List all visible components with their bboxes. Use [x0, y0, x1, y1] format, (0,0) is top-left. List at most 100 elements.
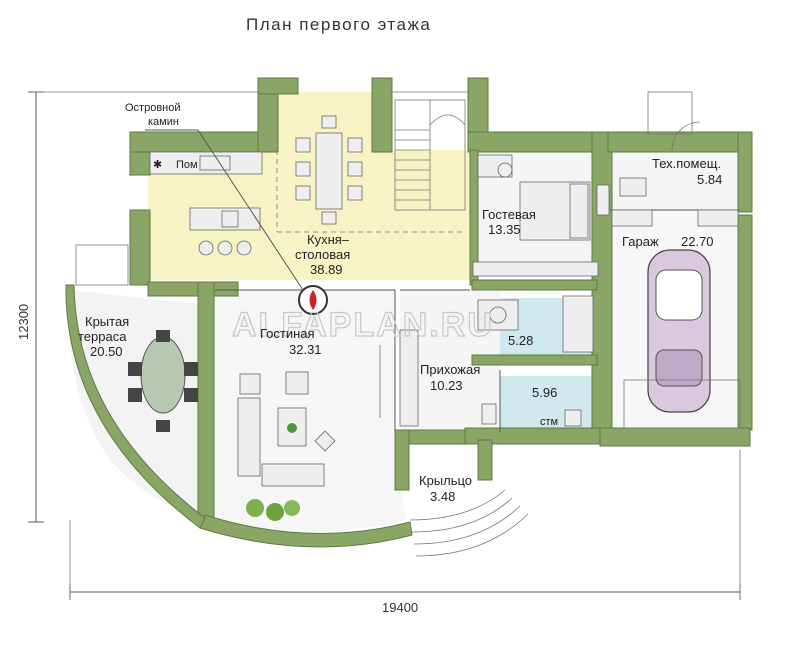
wall-segment [197, 281, 215, 523]
entry-porch [647, 91, 693, 135]
chair-icon [295, 137, 311, 153]
tech-furniture [596, 91, 739, 227]
island-fireplace [298, 285, 328, 315]
kitchen-counter: ✱ Пом [149, 151, 263, 256]
sink-icon [199, 155, 231, 171]
callout-text: камин [148, 116, 179, 128]
plant-icon [246, 499, 300, 521]
porch-step [409, 489, 506, 521]
bath-furniture: стм [477, 295, 594, 428]
guest-name: Гостевая [482, 207, 536, 222]
plant-icon [287, 423, 297, 433]
car-windshield [655, 349, 703, 387]
hall-name: Прихожая [420, 362, 480, 377]
sink-icon [619, 177, 647, 197]
chair-icon [347, 137, 363, 153]
chair-icon [347, 185, 363, 201]
wardrobe-icon [399, 329, 419, 427]
kitchen-area: 38.89 [310, 262, 343, 277]
chair-icon [156, 420, 170, 432]
cooktop-icon: ✱ [153, 159, 162, 171]
washer-label: стм [540, 416, 558, 428]
car-roof [655, 269, 703, 321]
chair-icon [128, 362, 142, 376]
wall-segment [199, 514, 413, 548]
wall-segment [257, 77, 299, 95]
dining-table [315, 132, 343, 210]
bar-stool-icon [198, 240, 214, 256]
interior-lines [215, 91, 740, 432]
porch-step [411, 497, 513, 533]
room-labels: Кухня– столовая 38.89 Гостевая 13.35 Тех… [78, 156, 722, 504]
living-area: 32.31 [289, 342, 322, 357]
bar-stool-icon [217, 240, 233, 256]
width-dimension: 19400 [382, 600, 418, 615]
flame-icon [309, 290, 317, 310]
dishwasher-label: Пом [176, 159, 198, 171]
garage-door-frame [623, 379, 741, 429]
living-name: Гостиная [260, 326, 315, 341]
stair-turn [429, 114, 466, 126]
porch-steps [409, 489, 529, 557]
armchair-icon [239, 373, 261, 395]
terrace-area: 20.50 [90, 344, 123, 359]
chair-icon [321, 115, 337, 129]
staircase [394, 99, 466, 211]
wall-segment [147, 281, 239, 297]
hall-furniture [379, 329, 419, 427]
chair-icon [347, 161, 363, 177]
chair-icon [295, 185, 311, 201]
door-swing [671, 121, 701, 151]
pouf-icon [314, 430, 336, 452]
porch-step [413, 505, 521, 545]
chair-icon [295, 161, 311, 177]
porch-area: 3.48 [430, 489, 455, 504]
wall-segment [471, 279, 598, 291]
height-dimension: 12300 [16, 304, 31, 340]
tech-area: 5.84 [697, 172, 722, 187]
garage-area: 22.70 [681, 234, 714, 249]
garage-name: Гараж [622, 234, 659, 249]
wall-segment [737, 131, 753, 213]
plan-title: План первого этажа [246, 15, 431, 34]
wall-segment [467, 131, 609, 153]
guest-furniture [472, 154, 599, 277]
walls [65, 77, 753, 548]
island-hob-icon [221, 210, 239, 228]
terrace-name: Крытая [85, 314, 129, 329]
kitchen-name: Кухня– [307, 232, 350, 247]
guest-area: 13.35 [488, 222, 521, 237]
pillow-icon [569, 183, 589, 239]
sink-icon [489, 306, 507, 324]
tech-name: Тех.помещ. [652, 156, 721, 171]
hall-area: 10.23 [430, 378, 463, 393]
callout-text: Островной [125, 102, 181, 114]
kitchen-name: столовая [295, 247, 350, 262]
wall-segment [607, 131, 749, 153]
chair-icon [128, 388, 142, 402]
wall-segment [477, 439, 493, 481]
bath2-area: 5.96 [532, 385, 557, 400]
wall-segment [471, 354, 598, 366]
wall-segment [394, 429, 410, 491]
porch-step [415, 513, 529, 557]
living-furniture [237, 371, 336, 521]
chair-icon [184, 362, 198, 376]
boiler-icon [697, 209, 739, 227]
terrace-steps [75, 244, 129, 286]
dimension-lines: 19400 12300 [16, 91, 741, 615]
chair-icon [184, 388, 198, 402]
sofa-icon [237, 397, 261, 477]
terrace-table-icon [140, 336, 186, 414]
dining-set [295, 115, 363, 225]
armchair-icon [285, 371, 309, 395]
fireplace-callout: Островной камин [125, 102, 304, 291]
bar-stool-icon [236, 240, 252, 256]
chair-icon [321, 211, 337, 225]
wall-segment [129, 131, 261, 153]
watermark: ALFAPLAN.RU [232, 306, 494, 344]
bath1-area: 5.28 [508, 333, 533, 348]
wall-segment [129, 209, 151, 286]
callout-leader [197, 129, 304, 291]
